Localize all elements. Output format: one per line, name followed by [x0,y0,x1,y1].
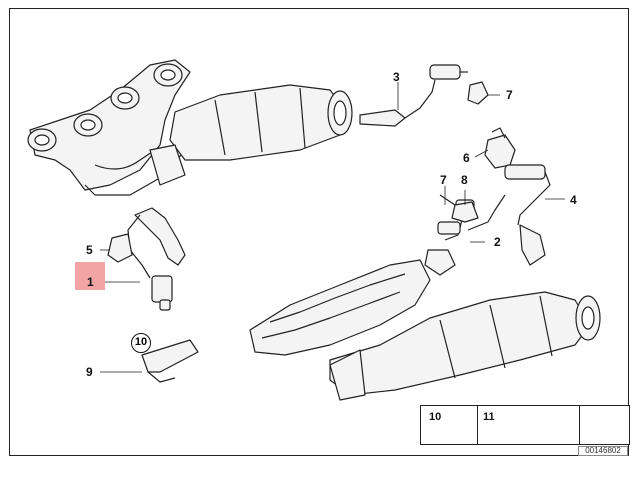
legend-box: 10 11 [420,405,630,445]
callout-9: 9 [86,365,93,379]
oxygen-sensor-4 [504,164,551,266]
rear-exhaust-manifold [249,259,431,356]
clip-8 [451,201,479,223]
highlight-part-1 [75,262,105,290]
leader-6 [474,149,489,158]
callout-8: 8 [461,173,468,187]
callout-5: 5 [86,243,93,257]
callout-1: 1 [87,275,94,289]
front-catalytic-converter [149,84,353,186]
clip-7-upper [467,81,489,105]
front-exhaust-manifold [27,59,191,196]
callout-10-circled: 10 [131,333,151,353]
callout-7-upper: 7 [506,88,513,102]
clip-5 [107,233,133,263]
oxygen-sensor-3 [359,64,468,127]
callout-7-mid: 7 [440,173,447,187]
legend-divider-2 [579,406,580,444]
oxygen-sensor-1 [127,207,186,311]
callout-2: 2 [494,235,501,249]
callout-3: 3 [393,70,400,84]
diagram-code: 00146802 [578,446,628,456]
diagram-frame [9,8,629,456]
rear-catalytic-converter [329,291,601,401]
legend-item-10-label: 10 [429,411,442,423]
callout-6: 6 [463,151,470,165]
legend-item-11-label: 11 [483,411,495,423]
cable-holder-9 [141,339,199,383]
bracket-6 [484,127,516,169]
callout-4: 4 [570,193,577,207]
legend-divider-1 [477,406,478,444]
